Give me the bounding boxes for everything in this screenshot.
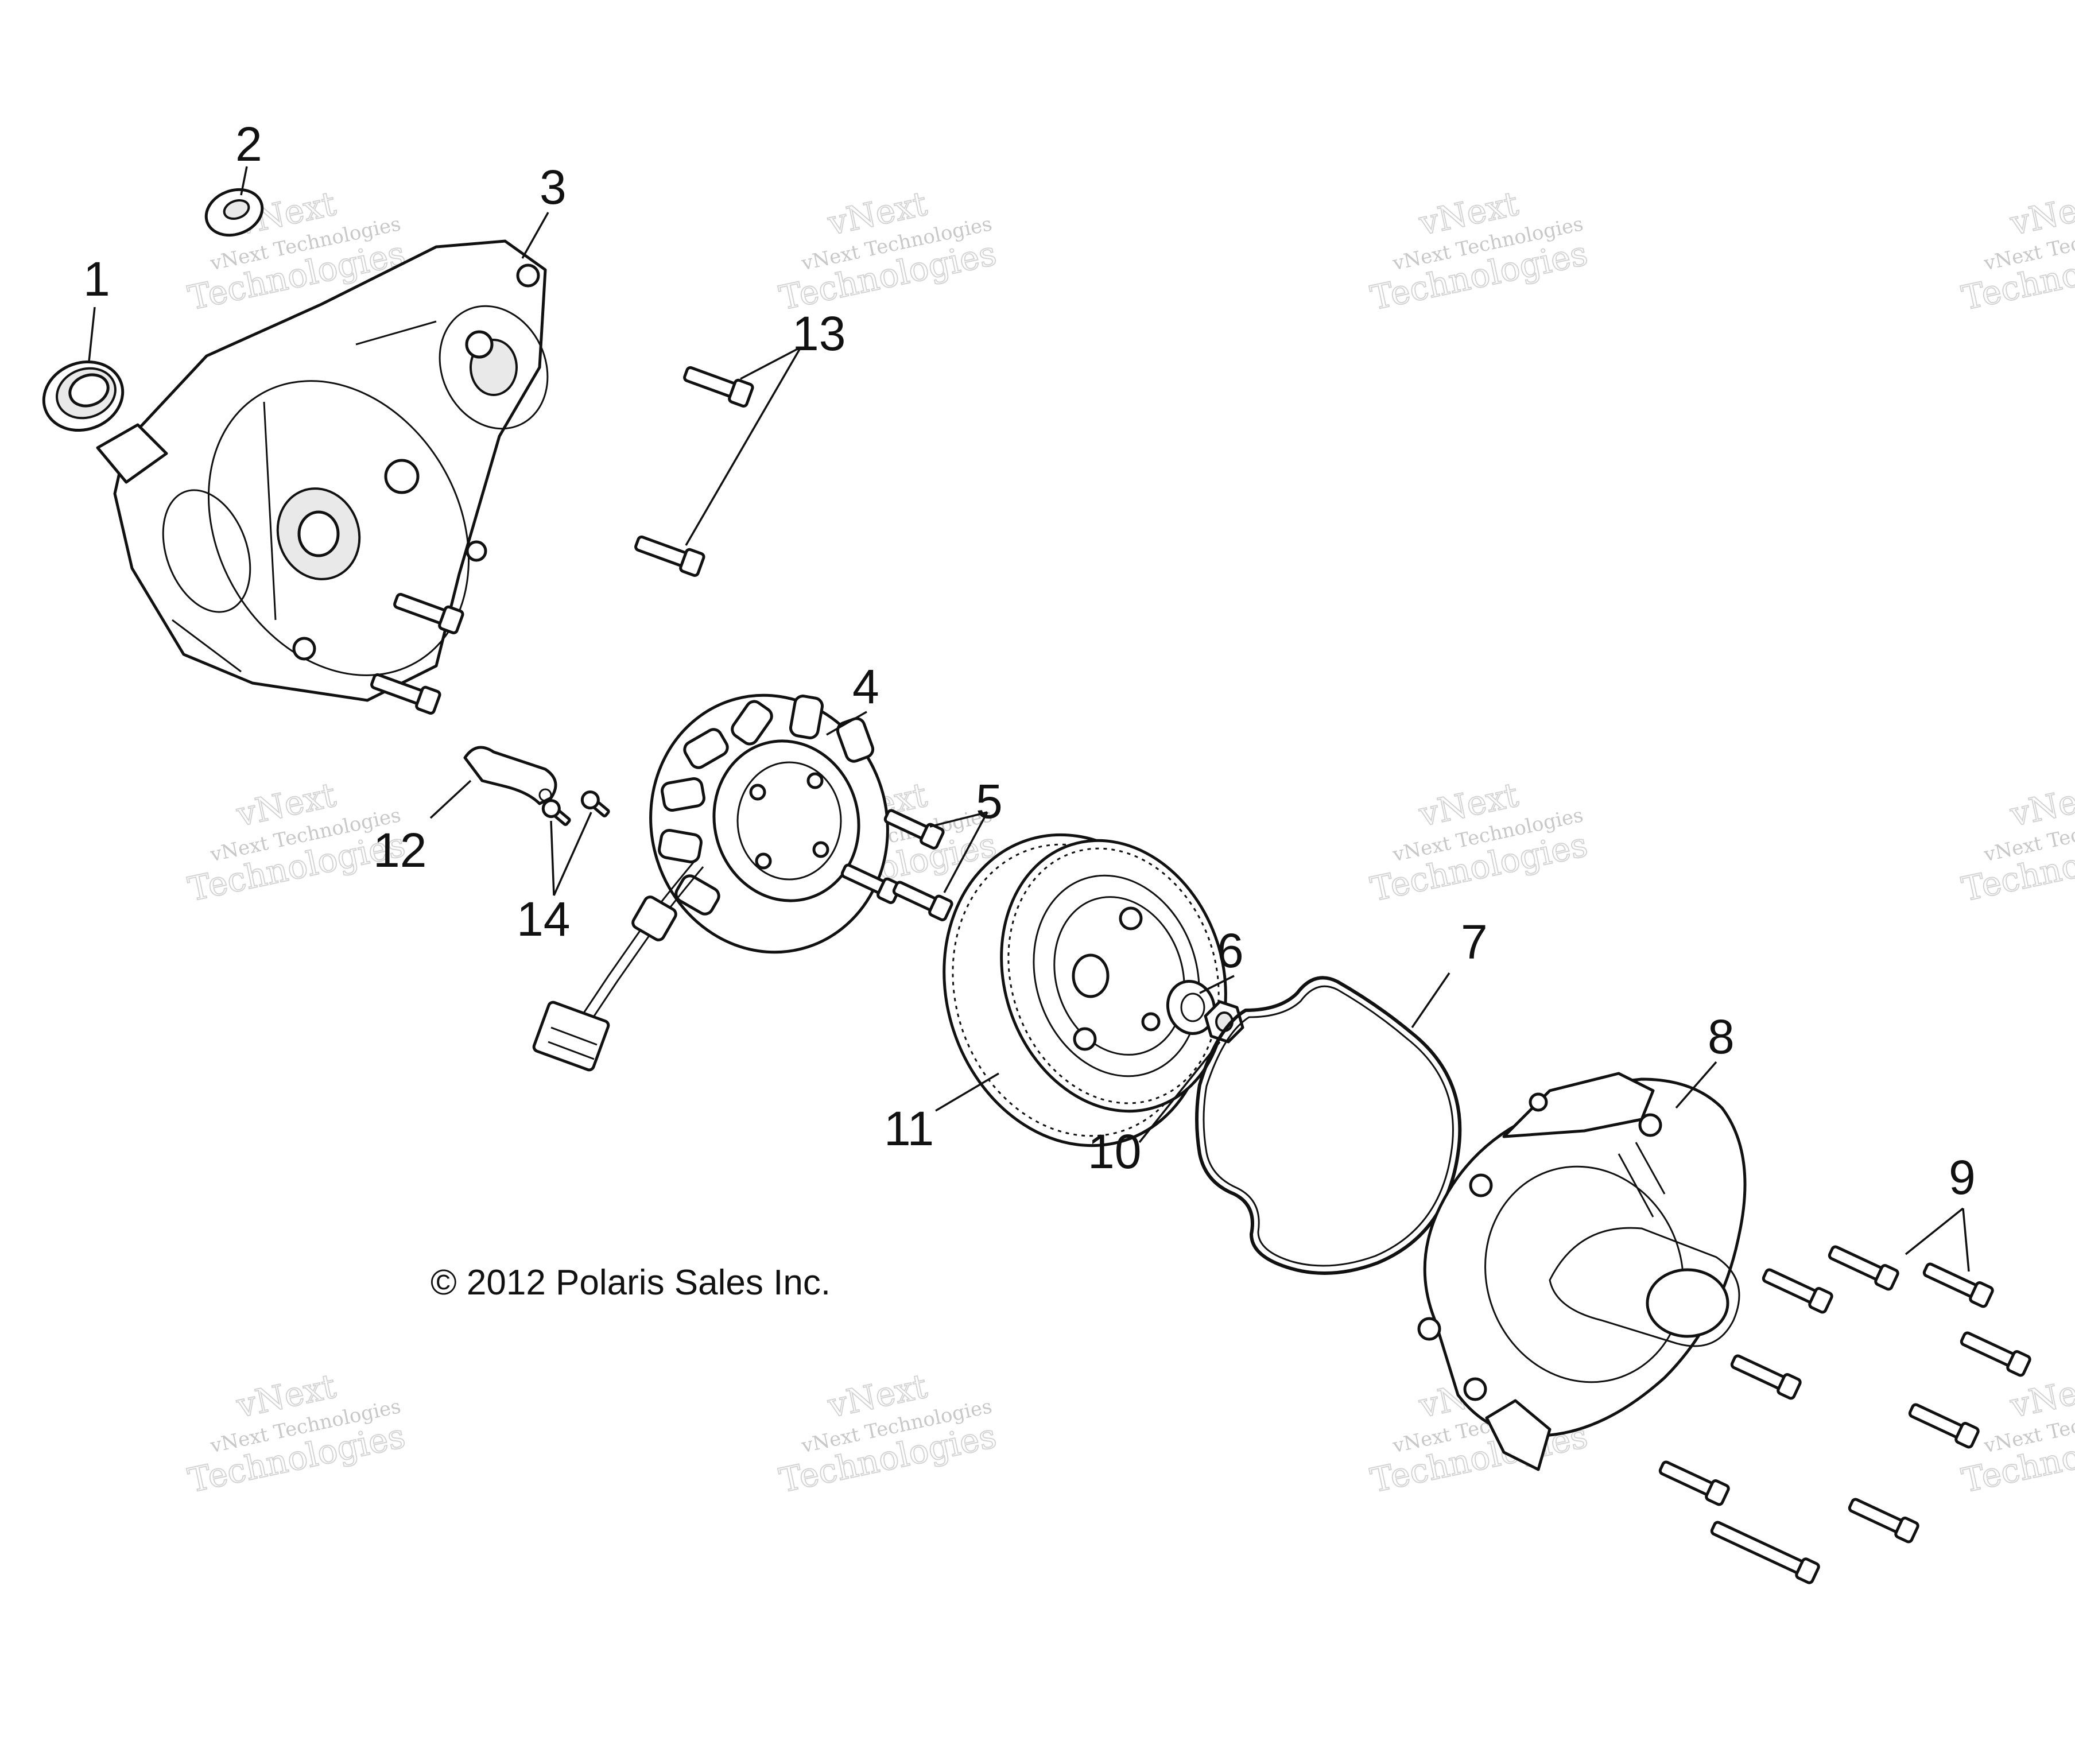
watermark-tile: vNext vNext Technologies Technologies [184,1366,409,1501]
callout-2: 2 [235,117,262,171]
callout-13: 13 [792,307,845,360]
part-1-seal [42,360,125,432]
watermark-tile: vNext vNext Technologies Technologies [1367,774,1592,909]
callout-11: 11 [884,1102,934,1156]
part-6-washer [1166,980,1216,1035]
svg-text:vNext: vNext [2007,775,2075,834]
callout-1: 1 [83,252,110,306]
svg-text:vNext: vNext [2007,184,2075,243]
callout-4: 4 [852,660,879,714]
part-4-stator [532,693,889,1072]
callout-7: 7 [1461,915,1488,969]
callout-8: 8 [1708,1010,1735,1064]
part-3-crankcase [96,239,549,702]
part-11-flywheel [943,833,1227,1147]
callout-3: 3 [540,160,567,214]
part-14-screws [541,790,610,826]
callout-9: 9 [1949,1150,1976,1204]
watermark-tile: vNext vNext Technologies Technologies [1367,183,1592,318]
watermark-tile: vNext vNext Technologies Technologies [775,1366,1000,1501]
part-9-bolts [1658,1245,2031,1584]
callout-12: 12 [373,823,426,877]
watermark-tile: vNext vNext Technologies Technologies [1958,183,2075,318]
callout-5: 5 [976,774,1003,828]
watermark-tile: vNext vNext Technologies Technologies [775,183,1000,318]
callout-10: 10 [1088,1125,1141,1178]
copyright-notice: © 2012 Polaris Sales Inc. [430,1263,831,1302]
part-5-screws [840,809,953,921]
callout-6: 6 [1217,924,1244,978]
callout-labels: 1 2 3 13 4 5 6 7 8 9 10 11 12 14 [83,117,1976,1204]
part-13-bolts [370,366,754,715]
part-8-cover [1417,1072,1747,1471]
part-2-washer [204,188,264,237]
leader-lines [88,166,1970,1272]
part-12-clamp [463,746,557,805]
watermark-tile: vNext vNext Technologies Technologies [1958,774,2075,909]
callout-14: 14 [517,892,570,946]
